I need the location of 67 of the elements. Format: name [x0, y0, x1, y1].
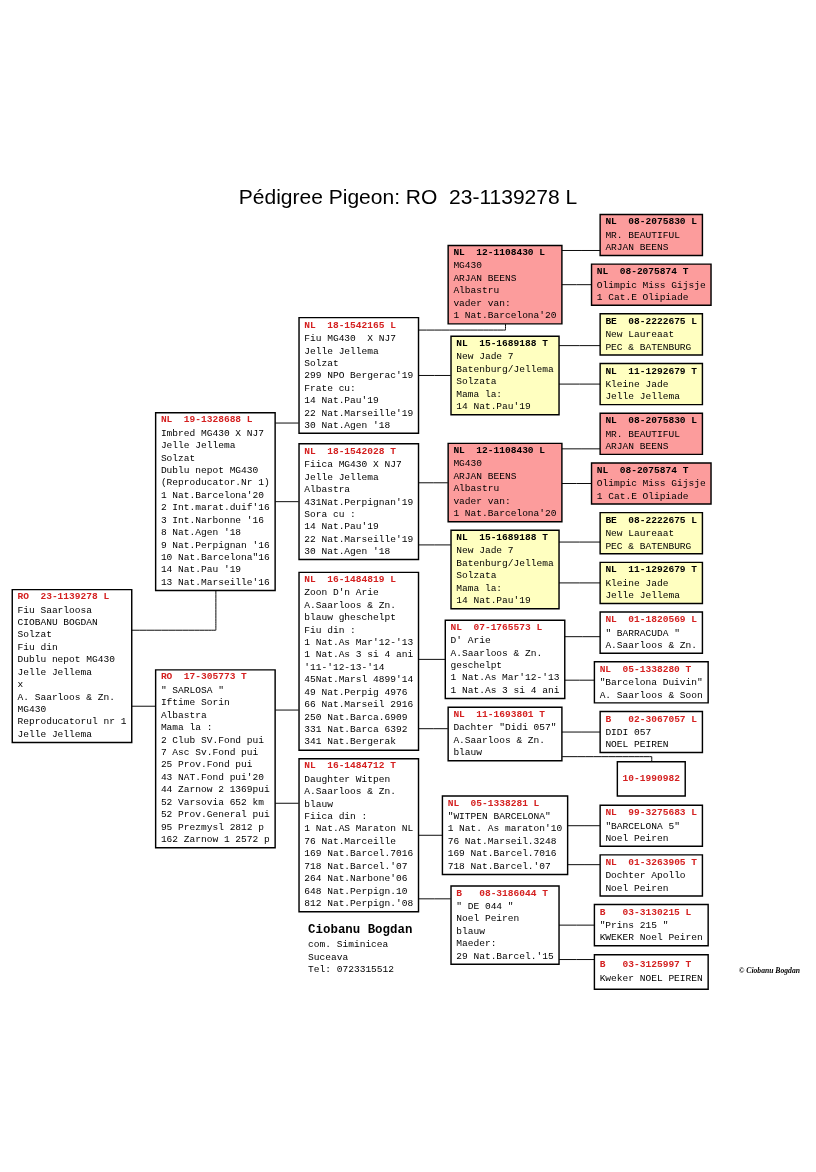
node-box: RO 17-305773 T " SARLOSA " Iftime Sorin Albastra Mama la : 2 Club SV.Fond pui 7 Asc Sv.Fond pui 25 Prov.Fond pui 43 NAT.Fond pui'20 44 Zarnow 2 1369pui 52 Varsovia 652 km 52 Prov.General pui 95 Prezmysl 2812 p 162 Zarnow 1 2572 p [154, 668, 276, 848]
connector [564, 635, 601, 637]
label: Tel: 0723315512 [308, 963, 395, 975]
connector [418, 481, 449, 483]
connector [561, 755, 653, 762]
node-box: BE 08-2222675 L New Laureaat PEC & BATENBURG [599, 312, 704, 356]
connector [561, 447, 601, 449]
node-box: NL 16-1484819 L Zoon D'n Arie A.Saarloos & Zn. blauw gheschelpt Fiu din : 1 Nat.As Mar'12-'13 1 Nat.As 3 si 4 ani '11-'12-13-'14 45Nat.Marsl 4899'14 49 Nat.Perpig 4976 66 Nat.Marseil 2916 250 Nat.Barca.6909 331 Nat.Barca 6392 341 Nat.Bergerak [298, 571, 420, 751]
node-box: NL 18-1542028 T Fiica MG430 X NJ7 Jelle Jellema Albastra 431Nat.Perpignan'19 Sora cu : 14 Nat.Pau'19 22 Nat.Marseille'19 30 Nat.Agen '18 [298, 442, 420, 560]
node-box: NL 01-1820569 L " BARRACUDA " A.Saarloos & Zn. [599, 610, 704, 654]
node-box: NL 08-2075830 L MR. BEAUTIFUL ARJAN BEENS [599, 213, 704, 256]
connector [558, 924, 595, 926]
connector [274, 500, 300, 502]
connector [418, 727, 449, 729]
connector [558, 383, 601, 385]
connector [131, 705, 156, 707]
node-box: B 03-3125997 T Kweker NOEL PEIREN [593, 953, 709, 990]
node-box: NL 08-2075874 T Olimpic Miss Gijsje 1 Cat.E Olipiade [590, 461, 712, 505]
connector [274, 802, 300, 804]
label: com. Siminicea [308, 938, 389, 950]
connector [567, 824, 601, 826]
node-box: RO 23-1139278 L Fiu Saarloosa CIOBANU BOGDAN Solzat Fiu din Dublu nepot MG430 Jelle Jellema x A. Saarloos & Zn. MG430 Reproducatorul nr 1 Jelle Jellema [11, 588, 133, 743]
node-box: NL 08-2075874 T Olimpic Miss Gijsje 1 Cat.E Olipiade [590, 262, 712, 306]
node-box: NL 19-1328688 L Imbred MG430 X NJ7 Jelle Jellema Solzat Dublu nepot MG430 (Reproducator.Nr 1) 1 Nat.Barcelona'20 2 Int.marat.duif'16 3 Int.Narbonne '16 8 Nat.Agen '18 9 Nat.Perpignan '16 10 Nat.Barcelona"16 14 Nat.Pau '19 13 Nat.Marseille'16 [154, 411, 276, 591]
node-box: NL 07-1765573 L D' Arie A.Saarloos & Zn. geschelpt 1 Nat.As Mar'12-'13 1 Nat.As 3 si 4 ani [444, 619, 566, 699]
node-box: BE 08-2222675 L New Laureaat PEC & BATENBURG [599, 511, 704, 554]
connector [418, 834, 443, 836]
node-box: B 03-3130215 L "Prins 215 " KWEKER Noel Peiren [593, 903, 709, 946]
node-box: NL 01-3263905 T Dochter Apollo Noel Peiren [599, 853, 704, 897]
node-box: 10-1990982 [616, 760, 686, 797]
connector [418, 323, 506, 331]
connector [418, 543, 452, 545]
node-box: NL 11-1693801 T Dachter "Didi 057" A.Saarloos & Zn. blauw [447, 705, 563, 761]
node-box: NL 12-1108430 L MG430 ARJAN BEENS Albastru vader van: 1 Nat.Barcelona'20 [447, 442, 563, 522]
connector [564, 679, 595, 681]
connector [561, 731, 601, 732]
node-box: NL 99-3275683 L "BARCELONA 5" Noel Peiren [599, 803, 704, 847]
connector [274, 709, 300, 711]
node-box: NL 11-1292679 T Kleine Jade Jelle Jellema [599, 561, 704, 604]
node-box: NL 05-1338281 L "WITPEN BARCELONA" 1 Nat. As maraton'10 76 Nat.Marseil.3248 169 Nat.Barcel.7016 718 Nat.Barcel.'07 [441, 794, 569, 875]
connector [567, 863, 601, 865]
node-box: NL 12-1108430 L MG430 ARJAN BEENS Albastru vader van: 1 Nat.Barcelona'20 [447, 244, 563, 325]
connector [418, 374, 452, 376]
diagram-title: Pédigree Pigeon: RO 23-1139278 L [238, 184, 578, 208]
connector [558, 581, 601, 583]
connector [561, 283, 592, 285]
node-box: B 02-3067057 L DIDI 057 NOEL PEIREN [599, 710, 704, 753]
connector [418, 658, 446, 660]
node-box: B 08-3186044 T " DE 044 " Noel Peiren blauw Maeder: 29 Nat.Barcel.'15 [450, 884, 560, 965]
connector [561, 482, 592, 484]
node-box: NL 11-1292679 T Kleine Jade Jelle Jellema [599, 362, 704, 405]
connector [418, 897, 452, 899]
node-box: NL 05-1338280 T "Barcelona Duivin" A. Saarloos & Soon [593, 660, 709, 704]
connector [274, 422, 300, 424]
connector [561, 249, 601, 251]
label: © Ciobanu Bogdan [738, 965, 800, 975]
label: Ciobanu Bogdan [308, 922, 413, 937]
node-box: NL 15-1689188 T New Jade 7 Batenburg/Jellema Solzata Mama la: 14 Nat.Pau'19 [450, 335, 560, 415]
label: Suceava [308, 951, 349, 963]
connector [558, 344, 601, 346]
connector [558, 541, 601, 543]
connector [131, 589, 217, 631]
node-box: NL 15-1689188 T New Jade 7 Batenburg/Jellema Solzata Mama la: 14 Nat.Pau'19 [450, 529, 560, 609]
node-box: NL 16-1484712 T Daughter Witpen A.Saarloos & Zn. blauw Fiica din : 1 Nat.AS Maraton NL 76 Nat.Marceille 169 Nat.Barcel.7016 718 Nat.Barcel.'07 264 Nat.Narbone'06 648 Nat.Perpign.10 812 Nat.Perpign.'08 [298, 757, 420, 912]
connector [558, 958, 595, 960]
node-box: NL 18-1542165 L Fiu MG430 X NJ7 Jelle Jellema Solzat 299 NPO Bergerac'19 Frate cu: 14 Nat.Pau'19 22 Nat.Marseille'19 30 Nat.Agen '18 [298, 316, 420, 434]
node-box: NL 08-2075830 L MR. BEAUTIFUL ARJAN BEENS [599, 412, 704, 455]
